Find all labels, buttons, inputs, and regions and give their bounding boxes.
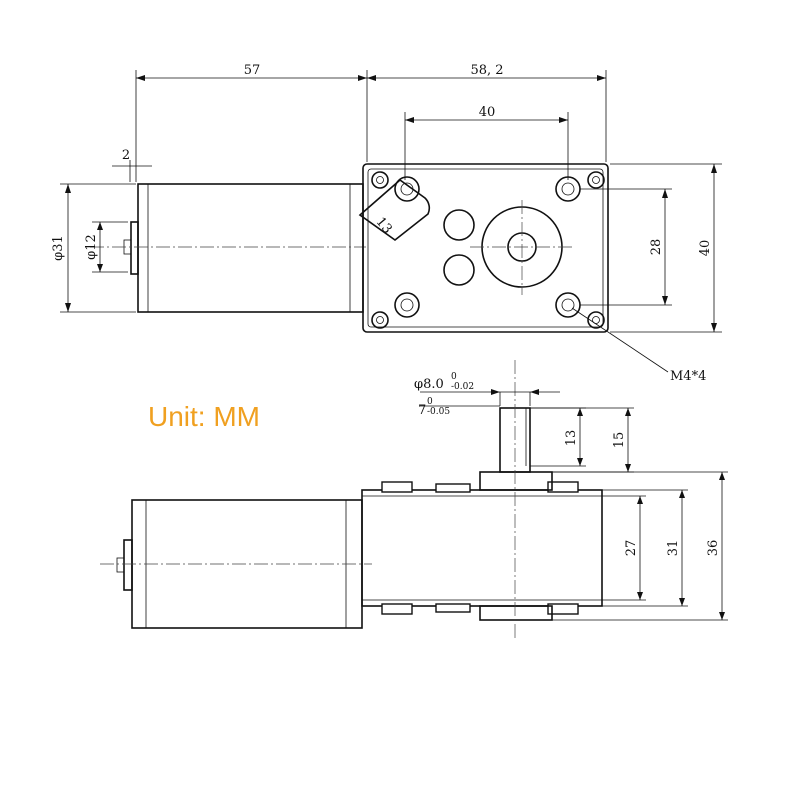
label-depth-inner: 27 xyxy=(624,540,639,557)
motor-body-side xyxy=(100,499,372,629)
dimension-labels: 57 58, 2 40 2 φ31 φ12 13 28 40 M4*4 φ8.0… xyxy=(51,63,721,556)
label-shaft-flat-upper: 0 xyxy=(427,397,433,407)
label-mount-screws: M4*4 xyxy=(670,369,706,384)
gearbox-side xyxy=(361,360,603,640)
label-shaft-flat-lower: -0.05 xyxy=(427,407,450,417)
gearbox-top xyxy=(358,163,609,333)
label-gearbox-length: 58, 2 xyxy=(470,63,503,78)
label-hole-spacing-v: 28 xyxy=(649,239,664,256)
label-gearbox-height: 40 xyxy=(698,240,713,257)
label-shaft-diameter-upper: 0 xyxy=(451,372,457,382)
label-slot: 13 xyxy=(373,215,395,237)
top-dimensions xyxy=(60,70,722,373)
label-shaft-flat-length: 13 xyxy=(564,430,579,447)
side-dimensions xyxy=(420,389,728,621)
label-shaft-diameter-lower: -0.02 xyxy=(451,382,474,392)
label-hole-spacing-h: 40 xyxy=(479,105,496,120)
label-boss-diameter: φ12 xyxy=(84,234,99,260)
label-stub-length: 2 xyxy=(122,148,130,163)
label-shaft-diameter: φ8.0 xyxy=(414,377,444,392)
label-shaft-flat: 7 xyxy=(418,403,426,418)
label-shaft-length: 15 xyxy=(612,432,627,449)
unit-label: Unit: MM xyxy=(148,401,260,432)
top-view xyxy=(60,70,722,373)
label-motor-diameter: φ31 xyxy=(51,235,66,261)
label-depth-mid: 31 xyxy=(666,540,681,557)
label-depth-total: 36 xyxy=(706,540,721,557)
label-motor-length: 57 xyxy=(244,63,261,78)
motor-body-top xyxy=(90,183,366,313)
side-view xyxy=(100,360,728,640)
